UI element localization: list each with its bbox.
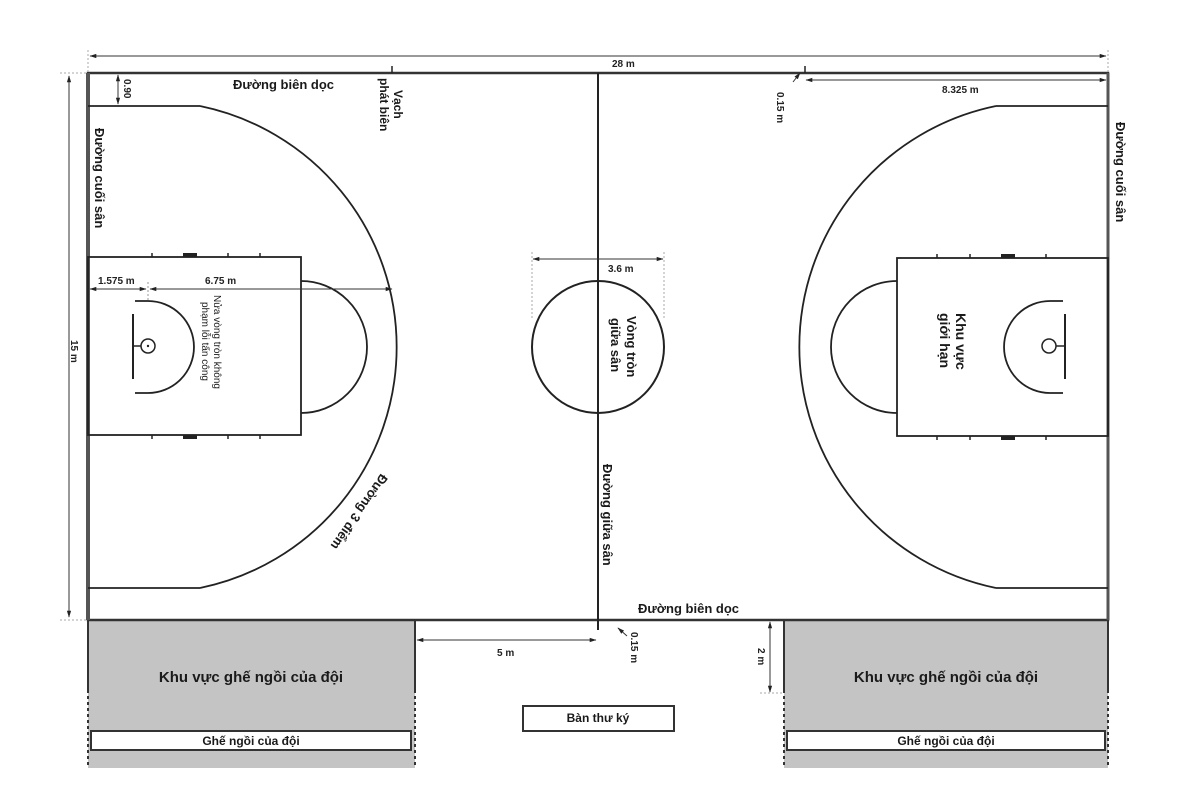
- dim-label-1575m: 1.575 m: [98, 276, 135, 287]
- label-team-bench-left: Ghế ngồi của đội: [202, 734, 299, 748]
- dim-label-15m: 15 m: [68, 340, 79, 363]
- label-endline-right: Đường cuối sân: [1113, 122, 1128, 222]
- label-team-bench-area-left: Khu vực ghế ngồi của đội: [159, 669, 343, 686]
- dim-label-2m: 2 m: [755, 648, 766, 665]
- basket-right: [1041, 338, 1057, 354]
- dim-label-675m: 6.75 m: [205, 276, 236, 287]
- team-bench-left: [90, 730, 412, 751]
- label-sideline-top: Đường biên dọc: [233, 77, 334, 92]
- label-team-bench-area-right: Khu vực ghế ngồi của đội: [854, 669, 1038, 686]
- label-center-line: Đường giữa sân: [600, 464, 615, 566]
- restricted-area-right: [896, 257, 1109, 437]
- three-point-line-right: [798, 105, 1108, 589]
- label-scorer-table: Bàn thư ký: [567, 711, 630, 725]
- label-team-bench-right: Ghế ngồi của đội: [897, 734, 994, 748]
- label-throw-in-line-1: Vạch: [391, 90, 405, 119]
- dim-label-015m-bottom: 0.15 m: [628, 632, 639, 663]
- lane-markers-left: [151, 253, 261, 439]
- dim-label-28m: 28 m: [612, 59, 635, 70]
- label-restricted-area-1: Khu vực: [953, 313, 969, 370]
- dim-label-015m-top: 0.15 m: [774, 92, 785, 123]
- center-circle: [531, 280, 665, 414]
- dim-label-36m: 3.6 m: [608, 264, 634, 275]
- free-throw-semicircle-right: [830, 280, 898, 414]
- team-bench-right: [786, 730, 1106, 751]
- label-endline-left: Đường cuối sân: [92, 128, 107, 228]
- lane-markers-right: [936, 254, 1047, 440]
- dim-label-090m: 0.90: [121, 79, 132, 99]
- dim-label-5m: 5 m: [497, 648, 514, 659]
- scorer-table: [522, 705, 675, 732]
- label-throw-in-line-2: phát biên: [377, 78, 391, 131]
- no-charge-semicircle-right: [1003, 300, 1063, 394]
- label-no-charge-2: phạm lỗi tấn công: [199, 302, 212, 381]
- label-center-circle-2: giữa sân: [608, 318, 623, 372]
- dim-label-8325m: 8.325 m: [942, 85, 979, 96]
- three-point-line-left: [88, 105, 398, 589]
- label-restricted-area-2: giới hạn: [937, 313, 953, 368]
- no-charge-semicircle-left: [135, 300, 195, 394]
- label-center-circle-1: Vòng tròn: [624, 316, 639, 377]
- free-throw-semicircle-left: [300, 280, 368, 414]
- label-sideline-bottom: Đường biên dọc: [638, 601, 739, 616]
- label-three-point-line: Đường 3 điểm: [328, 471, 391, 552]
- label-no-charge-1: Nửa vòng tròn không: [211, 295, 223, 389]
